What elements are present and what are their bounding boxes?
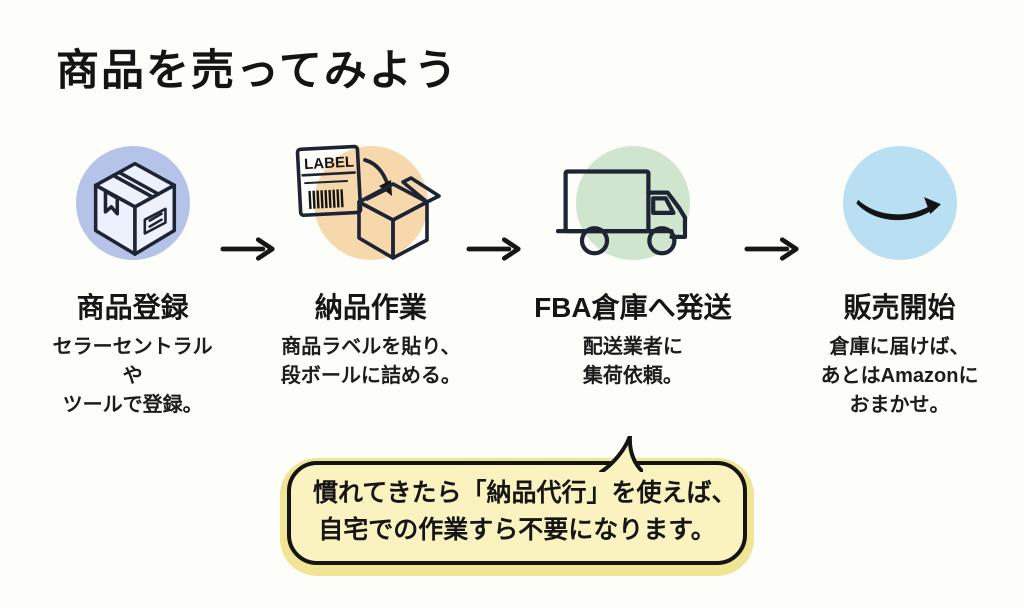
step1-icon-wrap [45, 138, 220, 278]
page-title: 商品を売ってみよう [56, 47, 459, 95]
step-product-registration: 商品登録 セラーセントラルや ツールで登録。 [45, 138, 220, 420]
step4-circle-background [842, 146, 957, 260]
step4-icon-wrap [800, 138, 999, 278]
package-box-icon [93, 161, 176, 256]
step2-description: 商品ラベルを貼り、 段ボールに詰める。 [281, 333, 461, 391]
step3-description: 配送業者に 集荷依頼。 [583, 333, 683, 391]
step3-desc-line: 配送業者に [582, 336, 683, 358]
callout-tail [599, 436, 643, 472]
step1-description: セラーセントラルや ツールで登録。 [45, 333, 220, 420]
step2-heading: 納品作業 [314, 292, 427, 323]
step-ship-to-fba: FBA倉庫へ発送 配送業者に 集荷依頼。 [522, 138, 745, 391]
step4-heading: 販売開始 [843, 292, 956, 323]
callout-line: 慣れてきたら「納品代行」を使えば、 [313, 479, 737, 507]
step-start-selling: 販売開始 倉庫に届けば、 あとはAmazonに おまかせ。 [800, 138, 999, 420]
step2-desc-line: 商品ラベルを貼り、 [281, 336, 461, 358]
step2-circle-background [313, 146, 428, 260]
right-arrow-icon [744, 237, 799, 261]
step3-circle-background [575, 146, 690, 260]
amazon-smile-icon [855, 197, 941, 221]
step3-desc-line: 集荷依頼。 [582, 365, 683, 387]
step4-description: 倉庫に届けば、 あとはAmazonに おまかせ。 [821, 333, 979, 420]
right-arrow-icon [466, 237, 521, 261]
step4-desc-line: あとはAmazonに [820, 365, 979, 387]
step1-desc-line: ツールで登録。 [62, 394, 203, 416]
right-arrow-icon [220, 237, 275, 261]
flow-arrow-2 [466, 236, 522, 262]
label-text: LABEL [304, 154, 355, 174]
step-shipment-prep: LABEL [276, 138, 465, 391]
label-into-box-icon: LABEL [295, 144, 441, 260]
step3-icon-wrap [522, 138, 745, 278]
step4-desc-line: おまかせ。 [849, 394, 950, 416]
process-steps-row: 商品登録 セラーセントラルや ツールで登録。 LABEL [45, 138, 999, 420]
callout-bubble: 慣れてきたら「納品代行」を使えば、 自宅での作業すら不要になります。 [287, 436, 747, 565]
step1-heading: 商品登録 [76, 292, 189, 323]
step1-desc-line: セラーセントラルや [52, 336, 213, 387]
step3-heading: FBA倉庫へ発送 [534, 292, 732, 323]
flow-arrow-1 [220, 236, 276, 262]
slide: 商品を売ってみよう [0, 36, 1024, 608]
step4-desc-line: 倉庫に届けば、 [829, 336, 970, 358]
delivery-truck-icon [555, 169, 687, 256]
flow-arrow-3 [744, 236, 800, 262]
step2-icon-wrap: LABEL [276, 138, 465, 278]
step2-desc-line: 段ボールに詰める。 [280, 365, 461, 387]
callout-line: 自宅での作業すら不要になります。 [318, 516, 716, 544]
